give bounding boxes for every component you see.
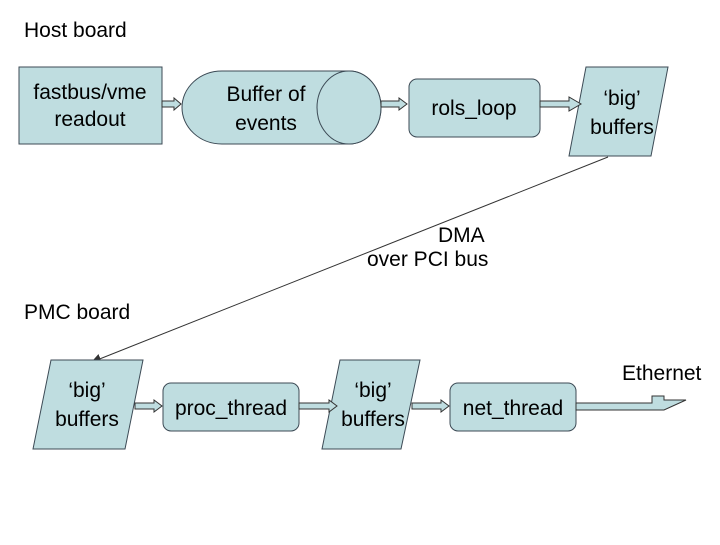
buffer-of-events-node: Buffer of events: [181, 70, 382, 145]
arrow-rols-to-bigbuffers: [539, 96, 582, 112]
rols-loop-node: rols_loop: [408, 78, 541, 138]
net-thread-node: net_thread: [449, 382, 577, 432]
pmc-board-label: PMC board: [24, 301, 130, 324]
ethernet-label: Ethernet: [622, 362, 702, 385]
proc-thread-label: proc_thread: [175, 397, 287, 420]
proc-thread-node: proc_thread: [162, 382, 300, 432]
fastbus-vme-readout-node: fastbus/vme readout: [18, 66, 163, 145]
pmc-big1-line1: ‘big’: [68, 379, 105, 402]
ethernet-arrow: [575, 395, 687, 411]
fastbus-line1: fastbus/vme: [33, 81, 146, 104]
pmc-big2-line1: ‘big’: [354, 379, 391, 402]
host-board-label: Host board: [24, 19, 127, 42]
host-big-line1: ‘big’: [603, 87, 640, 110]
arrow-proc-to-big2: [298, 399, 338, 413]
arrow-fastbus-to-buffer: [161, 96, 182, 112]
arrow-big2-to-net: [411, 399, 450, 413]
buffer-line2: events: [235, 112, 297, 135]
fastbus-line2: readout: [54, 108, 125, 131]
buffer-line1: Buffer of: [227, 83, 306, 106]
dma-arrow: [91, 156, 609, 364]
arrow-buffer-to-rols: [380, 97, 408, 111]
host-big-line2: buffers: [590, 116, 654, 139]
host-big-buffers-node: ‘big’ buffers: [568, 66, 669, 157]
pmc-big-buffers-2-node: ‘big’ buffers: [321, 359, 421, 450]
pmc-big1-line2: buffers: [55, 408, 119, 431]
rols-loop-label: rols_loop: [431, 97, 516, 120]
dma-label-line1: DMA: [438, 224, 485, 247]
pmc-big-buffers-1-node: ‘big’ buffers: [32, 359, 144, 450]
dma-label-line2: over PCI bus: [367, 248, 488, 271]
net-thread-label: net_thread: [463, 397, 563, 420]
arrow-big1-to-proc: [134, 399, 163, 413]
pmc-big2-line2: buffers: [341, 408, 405, 431]
